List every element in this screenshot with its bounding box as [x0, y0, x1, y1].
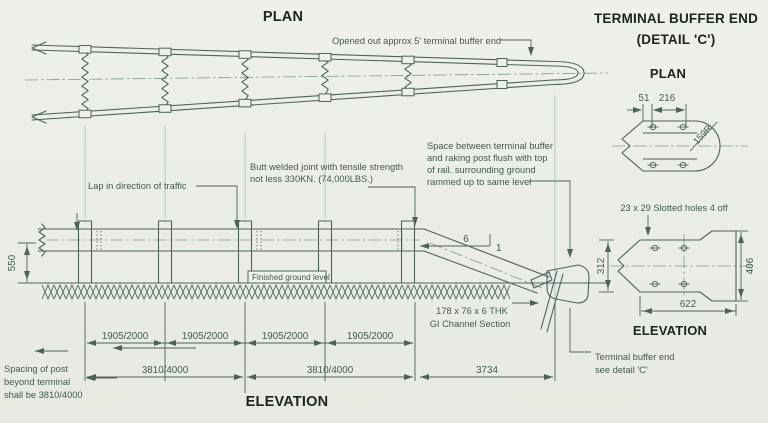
radius-leader — [689, 121, 718, 152]
slotted-holes-note: 23 x 29 Slotted holes 4 off — [620, 203, 728, 213]
rail-height-value: 550 — [7, 254, 18, 271]
plan-break-arrows — [31, 41, 47, 124]
elevation-rail — [37, 228, 425, 252]
opened-out-note: Opened out approx 5' terminal buffer end — [332, 36, 501, 46]
detail-elevation-title: ELEVATION — [633, 323, 707, 338]
plan-posts — [78, 45, 415, 119]
detail-plan-view — [612, 104, 748, 172]
span-dim-3: 3734 — [476, 365, 498, 376]
bay-dim-1: 1905/2000 — [102, 331, 149, 342]
plan-view — [24, 41, 609, 124]
raking-rail — [423, 228, 550, 294]
opened-out-leader — [500, 39, 532, 54]
hole-pitch-value: 216 — [659, 93, 676, 104]
finished-ground-label: Finished ground level — [247, 270, 330, 284]
plan-centerline — [24, 72, 609, 81]
channel-note-line2: GI Channel Section — [430, 319, 511, 329]
slope-indicator — [420, 234, 491, 247]
lap-leader — [196, 185, 238, 227]
projection-lines — [84, 95, 556, 302]
finished-ground-text: Finished ground level — [252, 273, 330, 282]
buffer-length-value: 622 — [680, 299, 696, 310]
detail-plan-outline — [621, 120, 721, 172]
slope-run-value: 6 — [463, 234, 469, 245]
hidden-splice-lines — [96, 231, 403, 251]
elevation-title: ELEVATION — [246, 394, 329, 410]
elevation-break-mark — [38, 223, 46, 257]
butt-weld-note-line2: not less 330KN. (74,000LBS.) — [250, 174, 373, 184]
detail-plan-title: PLAN — [650, 66, 686, 81]
arrowheads — [24, 47, 744, 381]
bay-dim-2: 1905/2000 — [182, 331, 229, 342]
spacing-note-line3: shall be 3810/4000 — [4, 390, 83, 400]
ground-hatching — [41, 283, 511, 301]
bay-dim-3: 1905/2000 — [262, 331, 309, 342]
space-between-leader — [529, 180, 571, 256]
detail-heading-line1: TERMINAL BUFFER END — [594, 11, 758, 26]
bay-dim-4: 1905/2000 — [347, 331, 394, 342]
space-note-line1: Space between terminal buffer — [427, 141, 553, 151]
leader-lines — [76, 39, 649, 353]
detail-heading-line2: (DETAIL 'C') — [637, 32, 716, 47]
spacing-note-line1: Spacing of post — [4, 364, 69, 374]
butt-weld-note-line1: Butt welded joint with tensile strength — [250, 162, 403, 172]
elevation-posts — [77, 220, 416, 284]
slotted-hole-icons — [647, 123, 690, 288]
terminal-buffer-head — [530, 264, 590, 304]
detail-elevation-outline — [617, 230, 737, 302]
span-dim-1: 3810/4000 — [142, 365, 189, 376]
slope-rise-value: 1 — [496, 243, 501, 254]
plan-buffer-cap — [496, 58, 585, 89]
elevation-view — [18, 220, 608, 333]
beam-depth-value: 312 — [596, 258, 607, 274]
flare-depth-value: 406 — [745, 257, 756, 274]
terminal-ref-leader — [569, 308, 591, 353]
plan-title: PLAN — [263, 9, 303, 25]
space-note-line4: rammed up to same level — [427, 177, 531, 187]
terminal-ref-line1: Terminal buffer end — [595, 352, 674, 362]
space-note-line2: and raking post flush with top — [427, 153, 547, 163]
hole-edge-value: 51 — [639, 93, 650, 104]
terminal-ref-line2: see detail 'C' — [595, 365, 648, 375]
butt-weld-leader — [368, 186, 416, 224]
plan-rails — [31, 44, 554, 121]
spacing-note-line2: beyond terminal — [4, 377, 70, 387]
lap-note: Lap in direction of traffic — [88, 181, 187, 191]
space-note-line3: of rail. surrounding ground — [427, 165, 536, 175]
span-dim-2: 3810/4000 — [307, 365, 354, 376]
detail-elevation-view — [599, 230, 752, 316]
channel-note-line1: 178 x 76 x 6 THK — [436, 306, 508, 316]
